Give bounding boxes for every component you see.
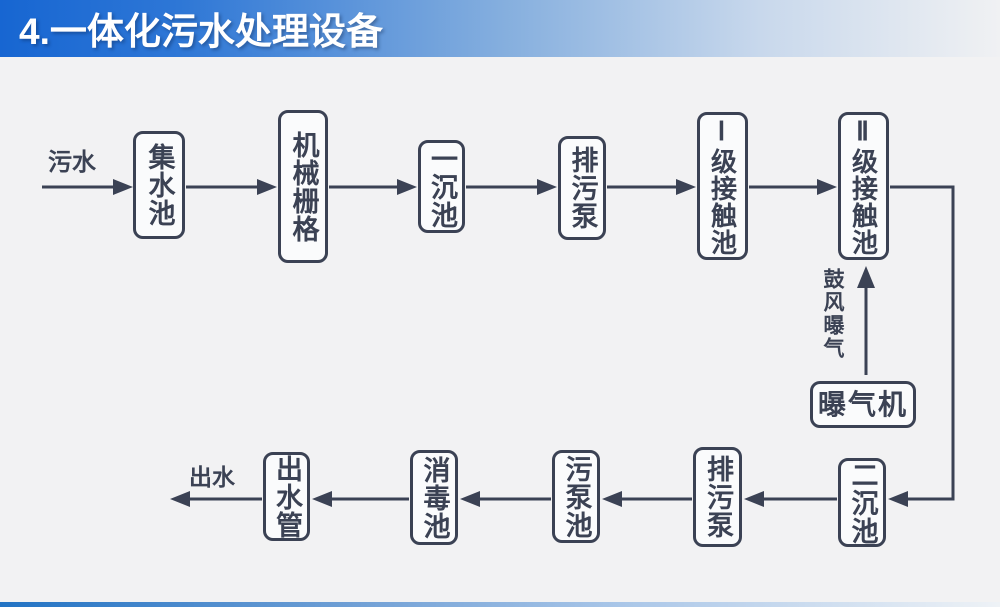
- arrow-sludge-to-disinfect: [460, 491, 551, 507]
- bottom-accent-bar: [0, 602, 1000, 607]
- slide-title: 4.一体化污水处理设备: [19, 10, 383, 52]
- arrow-secondary-to-pump: [744, 491, 837, 507]
- arrow-disinfect-to-outpipe: [312, 491, 409, 507]
- outflow-label: 出水: [189, 464, 235, 490]
- node-outlet-pipe: 出水管: [263, 452, 310, 541]
- arrow-inflow: [42, 179, 133, 195]
- node-sewage-discharge-pump-bottom: 排污泵: [693, 447, 742, 547]
- slide-header: 4.一体化污水处理设备: [0, 0, 1000, 57]
- node-sewage-discharge-pump-top: 排污泵: [558, 136, 606, 240]
- node-collection-tank: 集水池: [133, 131, 185, 239]
- node-sludge-pump-tank: 污泵池: [552, 450, 600, 543]
- aeration-label: 鼓风曝气: [821, 268, 844, 360]
- arrow-outflow: [170, 491, 262, 507]
- arrow-collect-to-screen: [186, 179, 277, 195]
- arrow-pump-to-contact1: [607, 179, 696, 195]
- arrow-aerator-to-contact2: [857, 266, 875, 375]
- node-primary-sedimentation-tank: 一沉池: [418, 140, 465, 233]
- node-aerator: 曝气机: [810, 381, 916, 428]
- node-stage-2-contact-tank: Ⅱ级接触池: [838, 112, 889, 260]
- arrow-screen-to-primary: [329, 179, 417, 195]
- arrow-contact1-to-contact2: [749, 179, 837, 195]
- arrow-primary-to-pump: [466, 179, 557, 195]
- inflow-label: 污水: [48, 149, 96, 176]
- node-secondary-sedimentation-tank: 二沉池: [838, 458, 886, 547]
- connector-contact2-to-secondary: [888, 185, 955, 507]
- node-mechanical-screen: 机械栅格: [278, 110, 328, 263]
- flow-diagram: 集水池 机械栅格 一沉池 排污泵 Ⅰ级接触池 Ⅱ级接触池 曝气机 二沉池 排污泵…: [0, 57, 1000, 602]
- node-disinfection-tank: 消毒池: [410, 450, 458, 545]
- arrow-pump-to-sludge: [602, 491, 692, 507]
- node-stage-1-contact-tank: Ⅰ级接触池: [697, 112, 748, 260]
